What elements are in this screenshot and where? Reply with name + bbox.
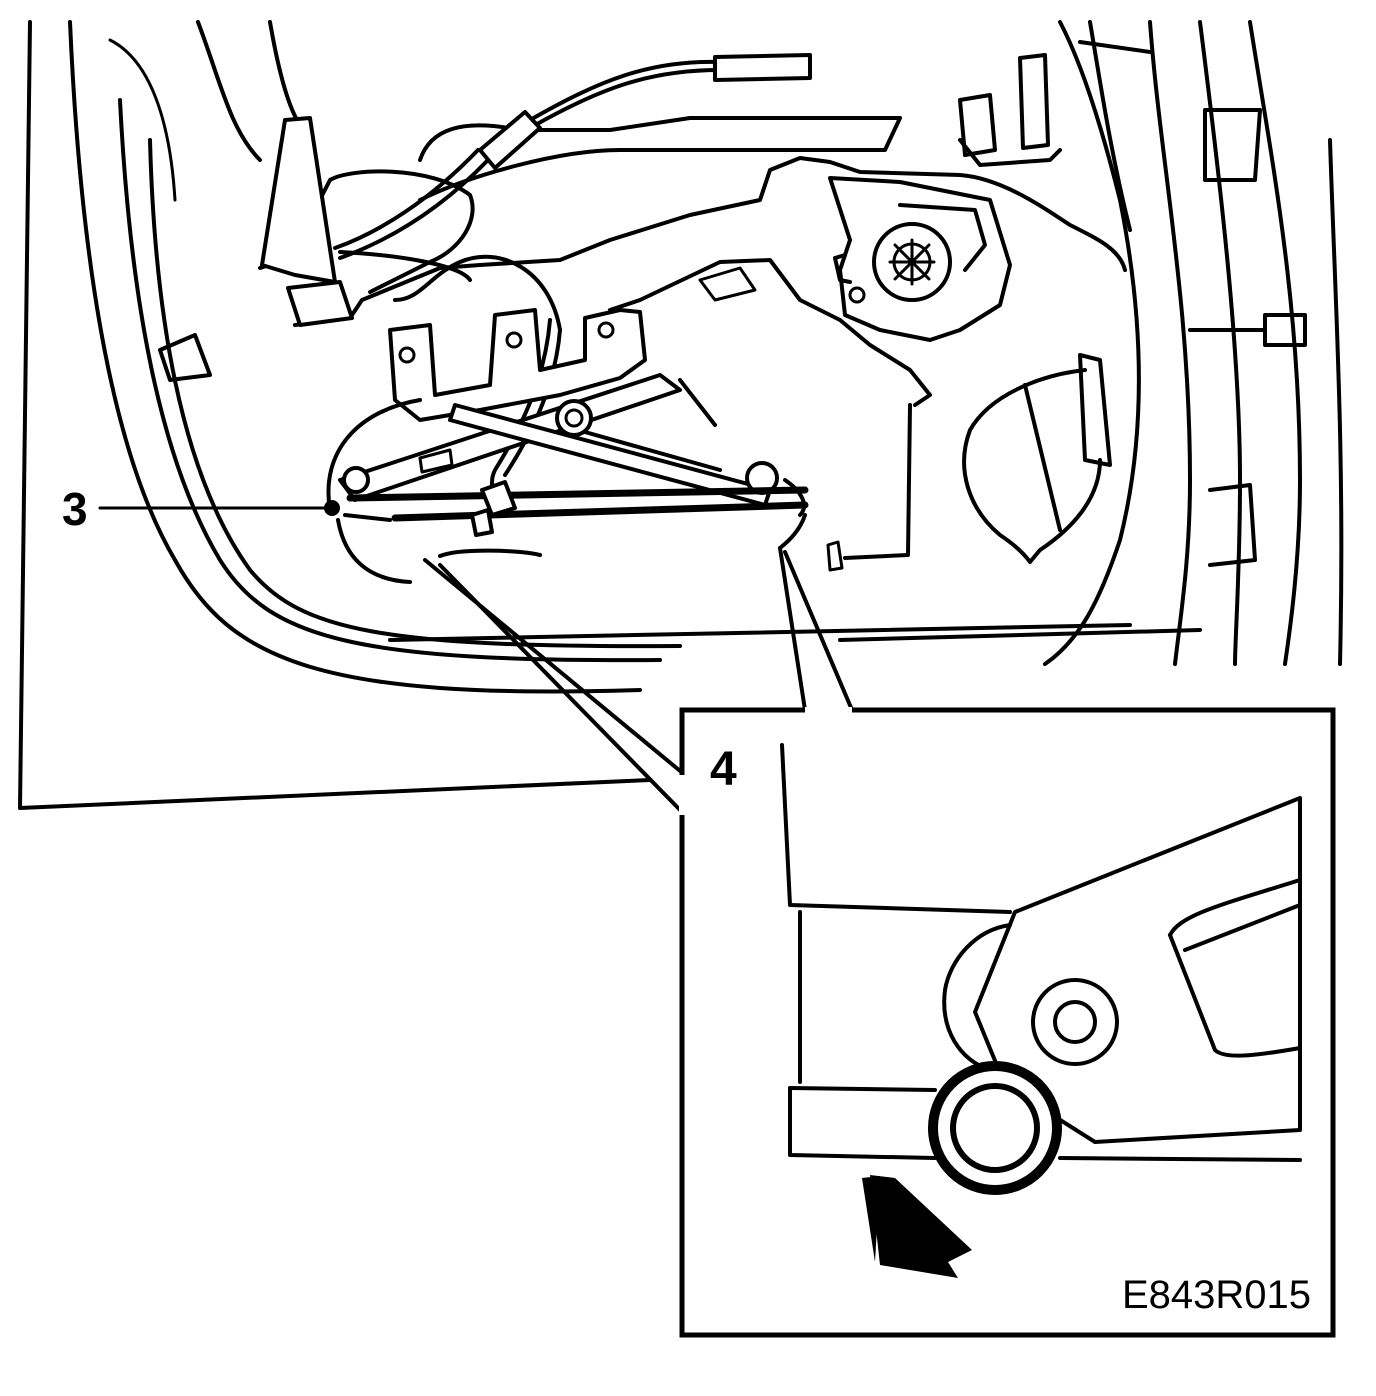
cable-harness [158, 53, 812, 497]
callout-3: 3 [62, 483, 340, 535]
door-panel-outline [18, 20, 1344, 810]
speaker-opening [962, 353, 1112, 564]
direction-arrow [862, 1175, 972, 1278]
detail-roller [928, 1061, 1062, 1195]
callout-4-label: 4 [710, 743, 737, 796]
figure-code: E843R015 [1122, 1273, 1311, 1317]
detail-regulator-arm [780, 743, 1302, 1144]
window-regulator [326, 308, 844, 584]
callout-3-dot [324, 500, 340, 516]
detail-inset: 4 E843R015 [679, 707, 1336, 1338]
detail-rail [788, 1086, 1302, 1162]
callout-3-label: 3 [62, 483, 88, 535]
window-motor [828, 176, 1012, 342]
zoom-leader-lines [423, 546, 854, 817]
inner-panel-cutout [258, 53, 1127, 560]
